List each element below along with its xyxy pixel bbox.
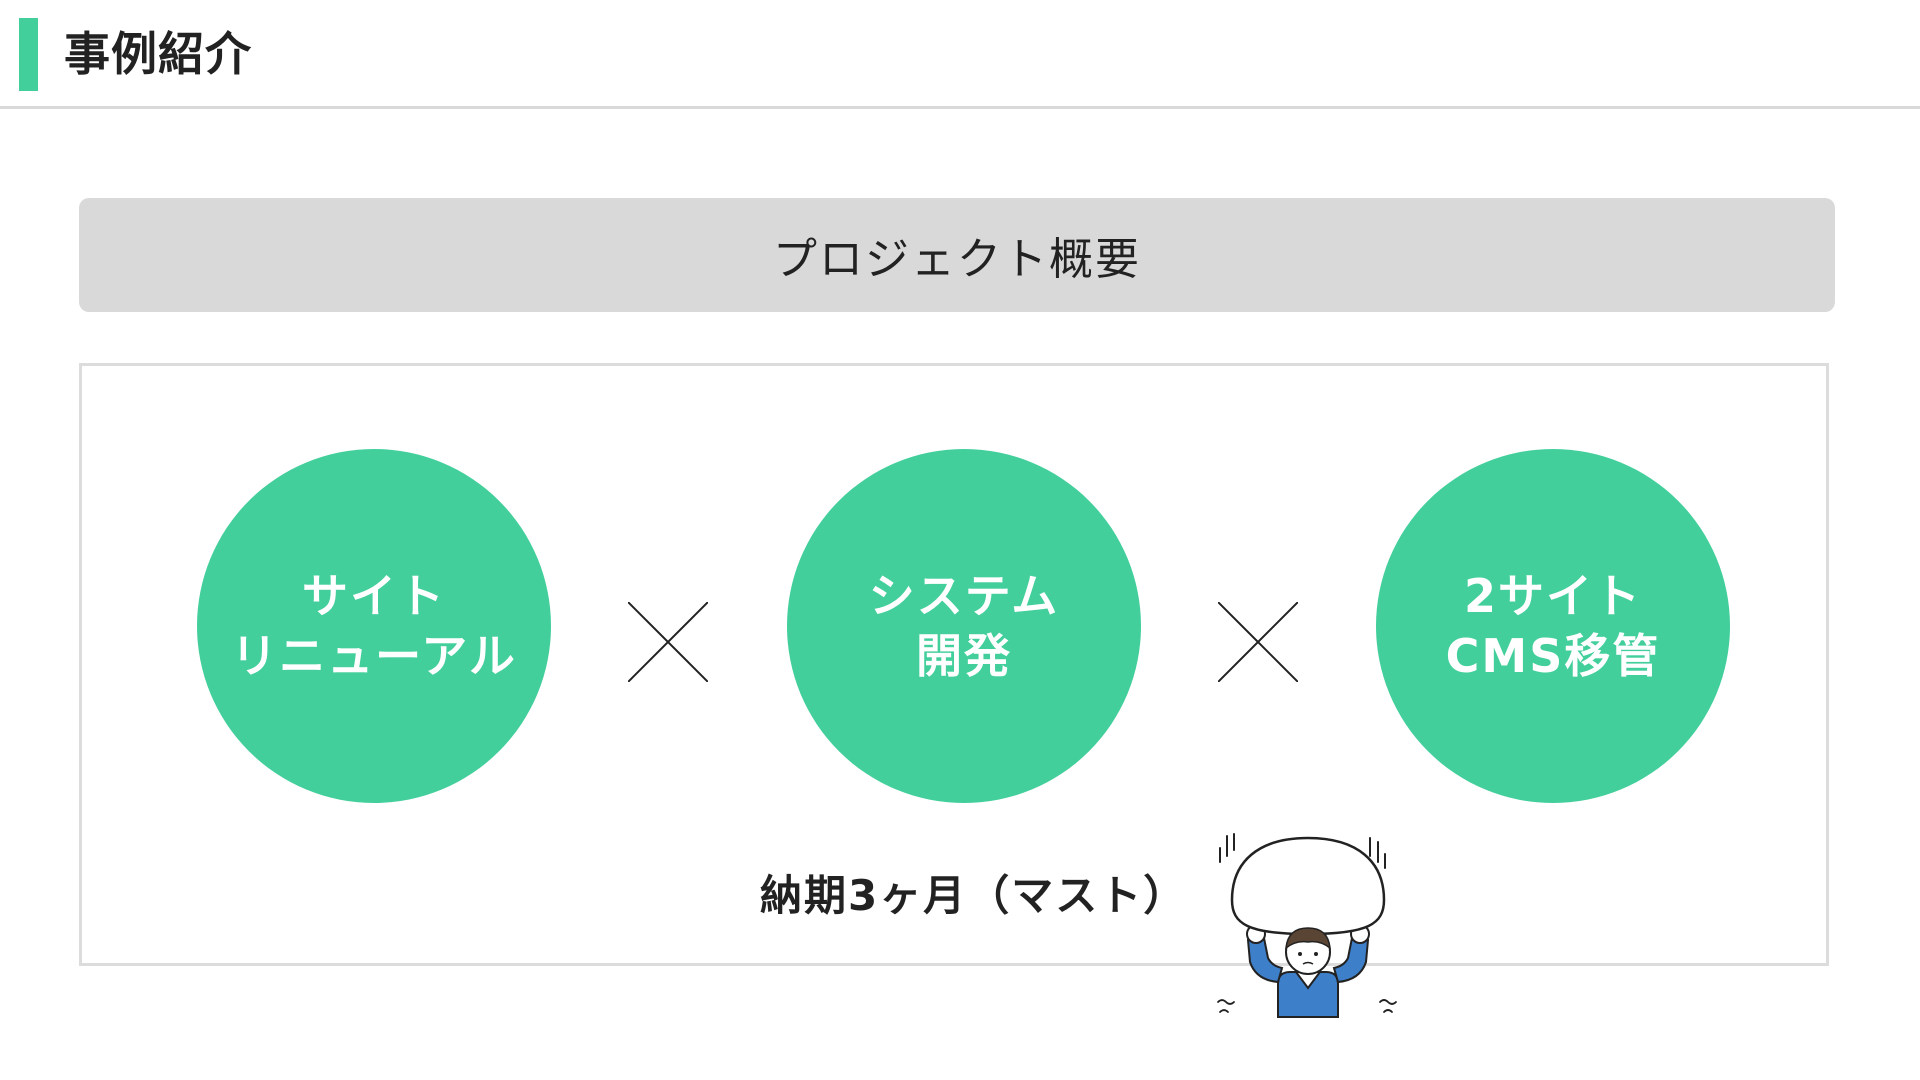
item-label-line1: 2サイト [1463,569,1642,623]
item-label-line2: リニューアル [231,629,517,683]
item-label-line2: CMS移管 [1445,629,1661,683]
item-circle-cms-migration: 2サイト CMS移管 [1376,449,1730,803]
item-label-line2: 開発 [916,629,1012,683]
overview-title: プロジェクト概要 [773,234,1141,285]
header-accent-bar [19,18,38,91]
item-label-line1: システム [868,569,1060,623]
item-circle-system-development: システム 開発 [787,449,1141,803]
overview-banner: プロジェクト概要 [79,198,1835,312]
person-lifting-burden-illustration [1217,833,1397,1018]
page-title: 事例紹介 [64,27,252,81]
multiply-icon [628,602,708,682]
item-label-line1: サイト [302,569,446,623]
deadline-text: 納期3ヶ月（マスト） [760,871,1188,920]
project-overview-box [79,363,1829,966]
item-circle-site-renewal: サイト リニューアル [197,449,551,803]
multiply-icon [1218,602,1298,682]
header: 事例紹介 [0,0,1920,109]
